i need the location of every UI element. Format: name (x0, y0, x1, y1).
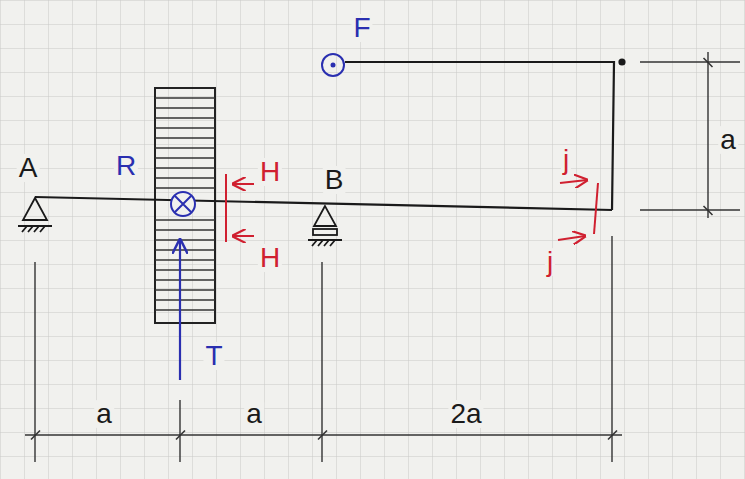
dimension-label: a (244, 400, 264, 428)
support-label: B (323, 166, 346, 194)
force-label: H (258, 244, 282, 272)
beam-frame (35, 60, 625, 211)
pin-support (18, 198, 52, 232)
cross-symbol (171, 192, 195, 216)
support-label: A (17, 154, 40, 182)
cut-forces (558, 180, 598, 240)
dimension-label: a (94, 400, 114, 428)
point-label: F (351, 14, 372, 42)
force-label: H (258, 158, 282, 186)
force-label: j (561, 146, 571, 174)
dimension-line (25, 236, 622, 462)
point-f-symbol (322, 54, 344, 76)
dimension-label: a (718, 126, 738, 154)
dimension-line (640, 52, 740, 218)
force-label: j (545, 248, 555, 276)
dimension-label: 2a (448, 400, 483, 428)
roller-support (308, 206, 342, 246)
force-arrow (179, 240, 181, 380)
force-label: T (203, 342, 224, 370)
block-label: R (114, 152, 138, 180)
cut-forces (226, 174, 254, 242)
hatched-block (155, 88, 215, 323)
